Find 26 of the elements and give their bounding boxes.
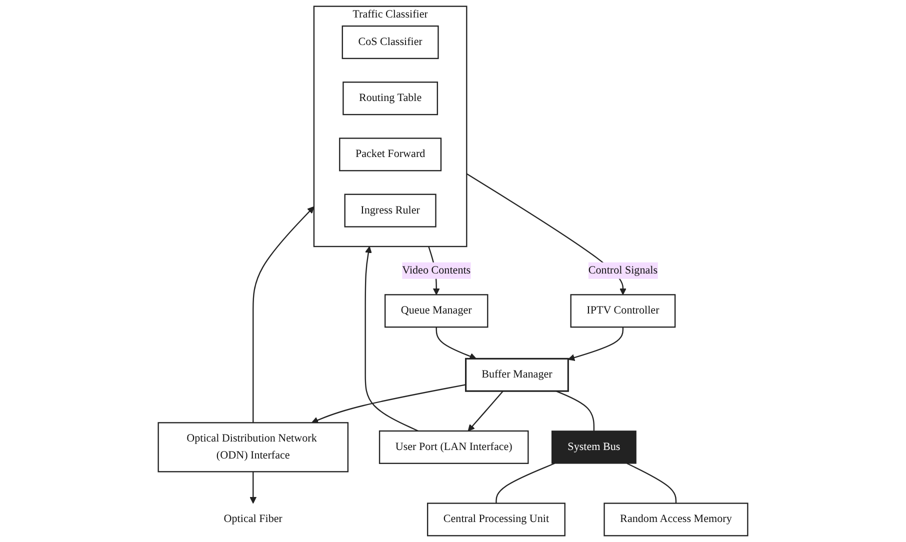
node-box: IPTV Controller [570, 294, 676, 328]
node-box: System Bus [551, 430, 636, 464]
node-box: Routing Table [342, 82, 438, 116]
node-box: Random Access Memory [604, 502, 748, 536]
connector [496, 462, 555, 504]
edge-label: Video Contents [402, 264, 471, 277]
arrow [568, 327, 624, 361]
node-box: Packet Forward [339, 138, 442, 172]
arrow [252, 206, 314, 423]
edge-label: Control Signals [588, 264, 658, 277]
node-box: Queue Manager [384, 294, 488, 328]
node-box: Central Processing Unit [427, 502, 566, 536]
node-text: Optical Fiber [224, 514, 282, 526]
arrow [468, 390, 504, 432]
arrow [311, 384, 466, 424]
node-box: CoS Classifier [342, 25, 439, 60]
node-box: Optical Distribution Network (ODN) Interface [158, 422, 349, 472]
arrow [466, 173, 626, 296]
connector [556, 390, 595, 431]
connector [626, 462, 677, 504]
arrow [364, 246, 419, 432]
node-box: User Port (LAN Interface) [378, 430, 529, 464]
node-box: Buffer Manager [465, 358, 569, 392]
arrow [250, 472, 257, 504]
arrow [436, 327, 476, 360]
node-box: Ingress Ruler [344, 194, 436, 228]
